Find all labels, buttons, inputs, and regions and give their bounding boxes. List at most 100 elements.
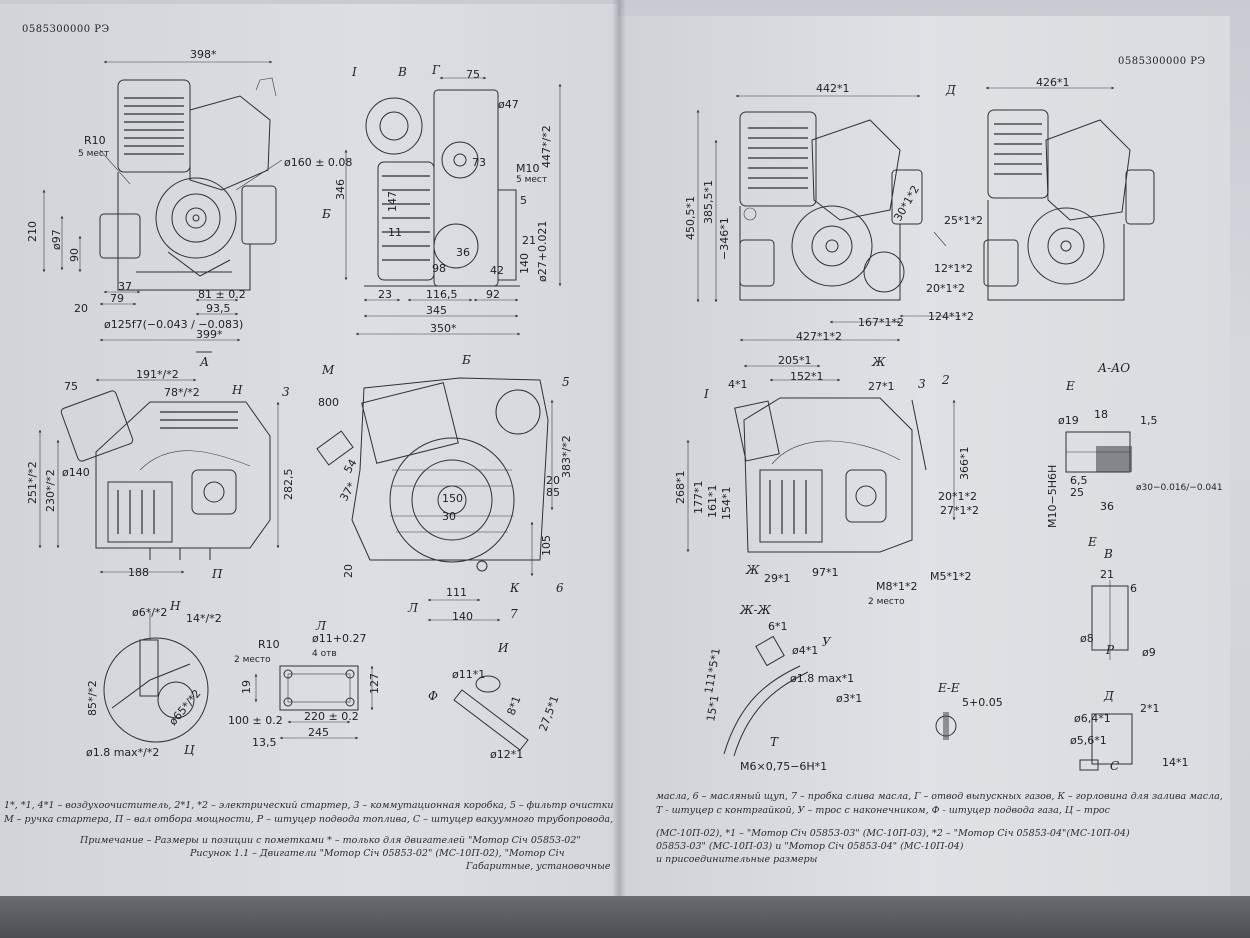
dim-64r: ø6,4*1 [1074,712,1111,725]
dim-30r: 30*1*2 [891,183,922,223]
label-d: Д [945,83,956,97]
view-label-b: Б [321,207,331,221]
dim-450: 450,5*1 [684,196,697,240]
dim-5: 5 [520,194,527,207]
engine-top-view-left [60,390,271,560]
caption-right-line1: масла, 6 – масляный щуп, 7 – пробка слив… [656,791,1223,802]
label-ir: I [703,387,709,401]
engine-top-view-right [734,397,927,553]
dim-21r: 21 [1100,568,1114,581]
view-label-ee: Е-Е [937,681,960,695]
dim-4br: ø4*1 [792,644,818,657]
label-3: 3 [282,385,290,399]
dim-111: 111 [446,586,467,599]
dim-442: 442*1 [816,82,850,95]
view-label-aa: А-АО [1097,361,1130,375]
detail-view-v-right: В 21 6 ø8 Р ø9 [1080,547,1156,660]
dim-15br: 1,5 [1140,414,1158,427]
dim-65r: 6,5 [1070,474,1088,487]
dim-75b: 75 [64,380,78,393]
dim-m10: М10 [516,162,540,175]
dims-top-view-left: 75 191*/*2 78*/*2 Н 3 ø140 251*/*2 230*/… [26,368,295,581]
dim-92: 92 [486,288,500,301]
section-ee: Е-Е 5+0.05 [935,681,1003,740]
dim-5r: 5+0.05 [962,696,1003,709]
dim-42: 42 [490,264,504,277]
label-k: К [509,581,520,595]
dim-125: ø125f7(−0.043 / −0.083) [104,318,243,331]
dim-14r: 14*1 [1162,756,1189,769]
section-zhzh: Ж-Ж 6*1 У ø4*1 ø1.8 max*1 ø3*1 111*5*1 1… [702,603,862,773]
dim-r10b-note: 2 место [234,655,271,665]
dim-90: 90 [68,248,81,262]
dims-front-view-left: 398* R10 5 мест ø160 ± 0.08 210 ø97 90 2… [26,48,352,369]
dim-25br: 25 [1070,486,1084,499]
engine-view-b-left [316,377,549,572]
detail-view-d-right: Д ø6,4*1 2*1 ø5,6*1 С 14*1 [1070,689,1189,773]
dim-25r: 25*1*2 [944,214,983,227]
dim-160: ø160 ± 0.08 [284,156,352,169]
dim-124r: 124*1*2 [928,310,974,323]
dim-111r: 111*5*1 [702,647,723,695]
view-label-a: А [199,355,209,369]
label-i: I [351,65,357,79]
dim-346r: −346*1 [718,217,731,260]
label-v: В [397,65,407,79]
document-code-left: 0585300000 РЭ [22,24,110,35]
dim-81: 81 ± 0.2 [198,288,246,301]
dim-345: 345 [426,304,447,317]
dim-9r: ø9 [1142,646,1156,659]
dim-97r: 97*1 [812,566,839,579]
dim-97: ø97 [50,229,63,250]
dim-152: 152*1 [790,370,824,383]
dim-177: 177*1 [692,481,705,515]
dims-side-view-left: I В Г 75 ø47 73 346 Б 147 11 98 36 42 44… [321,63,562,336]
label-p: П [211,567,223,581]
label-7: 7 [510,607,518,621]
detail-view-l: Л R10 2 место ø11+0.27 4 отв 19 127 100 … [228,619,381,749]
caption-left-line2: М – ручка стартера, П – вал отбора мощно… [4,814,614,825]
dim-14: 14*/*2 [186,612,222,625]
dim-78: 78*/*2 [164,386,200,399]
caption-left-line5: Габаритные, установочные [466,861,611,872]
view-label-l: Л [407,601,419,615]
dim-116: 116,5 [426,288,458,301]
dim-191: 191*/*2 [136,368,179,381]
dim-140b: ø140 [62,466,90,479]
dim-366: 366*1 [958,447,971,481]
label-ts: Ц [184,743,195,757]
engine-front-view-right [739,111,923,301]
dim-m5: М5*1*2 [930,570,972,583]
view-label-n: Н [169,599,181,613]
dim-r10b: R10 [258,638,280,651]
label-zh2: Ж [745,563,760,577]
caption-left-line1: 1*, *1, 4*1 – воздухоочиститель, 2*1, *2… [4,800,614,811]
dim-30: 30 [442,510,456,523]
dim-11: 11 [388,226,402,239]
label-c: С [1110,759,1119,773]
dim-47: ø47 [498,98,519,111]
document-code-right: 0585300000 РЭ [1118,56,1206,67]
label-g: Г [431,63,441,77]
dim-54: 54 [341,457,359,476]
dim-m10r: М10−5Н6Н [1046,465,1059,528]
dim-36r: 36 [1100,500,1114,513]
engine-front-view-left [99,77,277,291]
dim-11b: ø11+0.27 [312,632,366,645]
dim-220: 220 ± 0.2 [304,710,359,723]
dim-383: 383*/*2 [560,435,573,478]
caption-right-line5: и присоединительные размеры [656,854,818,865]
dim-20c: 20 [342,564,355,578]
dim-188: 188 [128,566,149,579]
dim-230: 230*/*2 [44,469,57,512]
dim-20b: 20 [546,474,560,487]
label-t: Т [770,735,779,749]
view-label-i: И [497,641,509,655]
caption-left-line3: Примечание – Размеры и позиции с пометка… [80,835,581,846]
dim-105: 105 [540,535,553,556]
dim-27c: 27,5*1 [537,694,562,733]
dim-210: 210 [26,221,39,242]
dim-11c: ø11*1 [452,668,485,681]
dim-m6: М6×0,75−6Н*1 [740,760,827,773]
dim-73: 73 [472,156,486,169]
